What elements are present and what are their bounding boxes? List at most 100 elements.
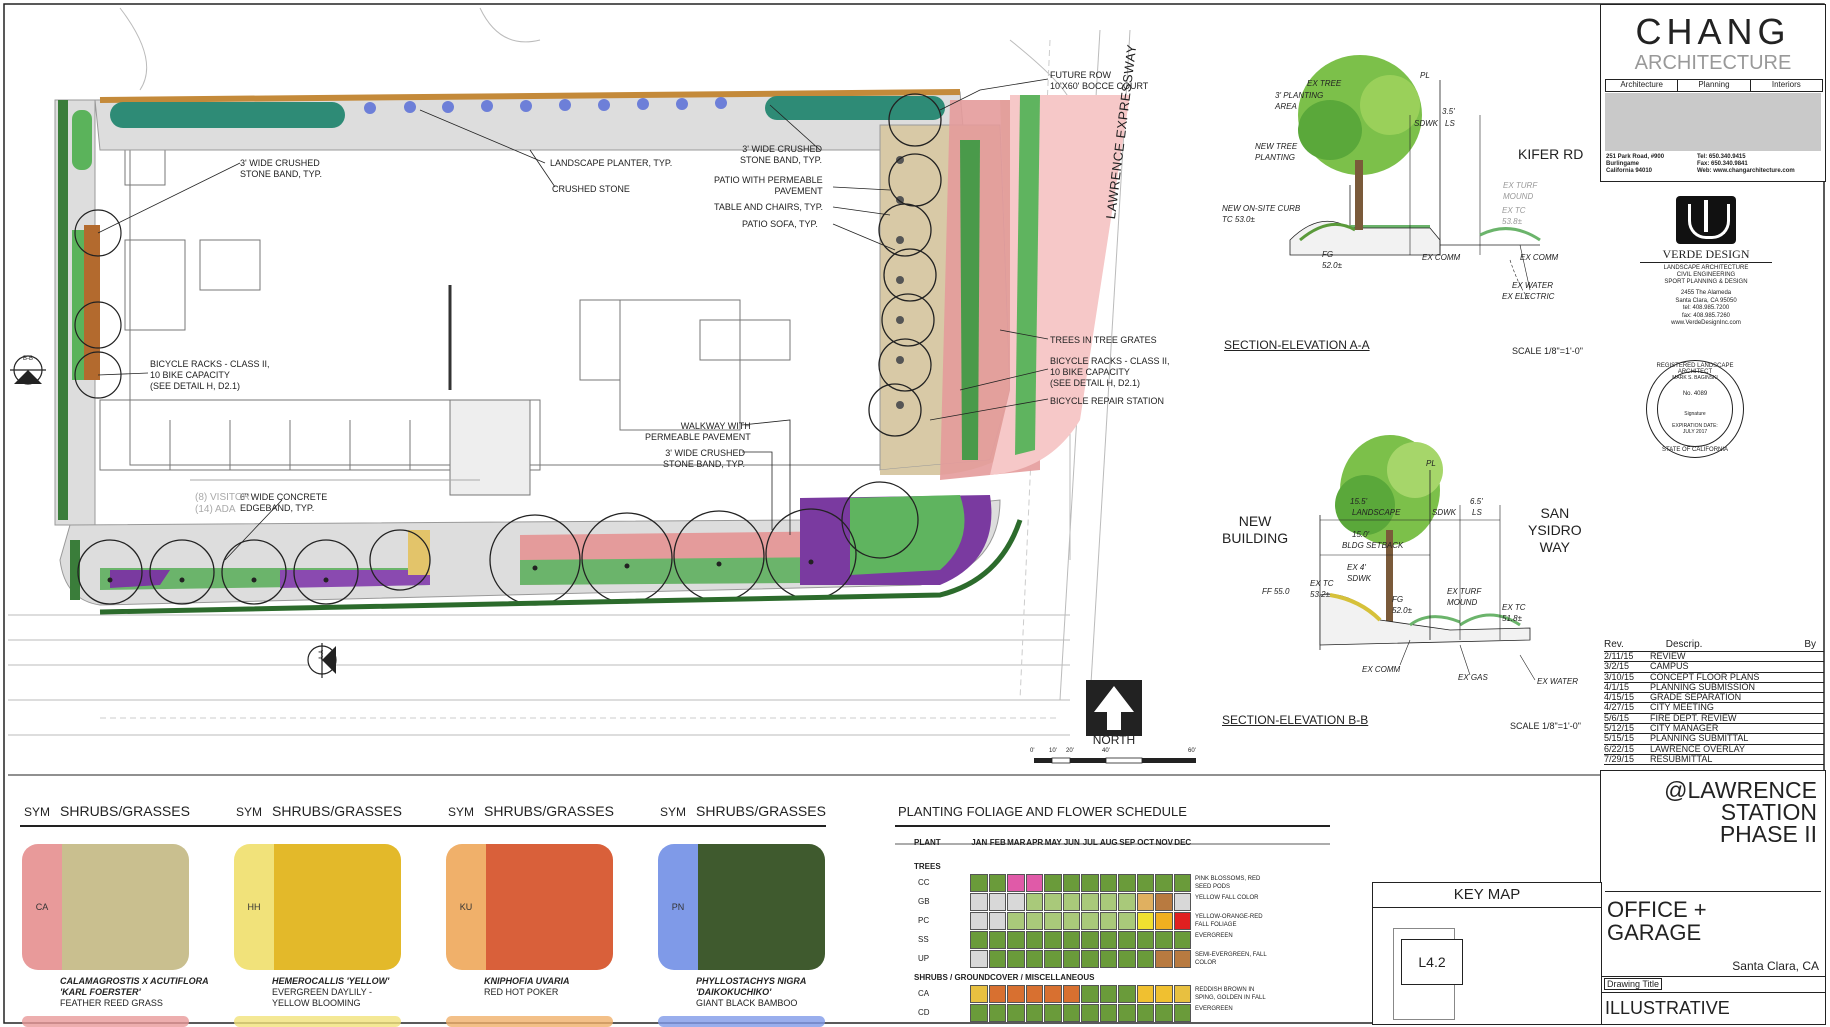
- firm-name: CHANG: [1635, 11, 1791, 52]
- rev-date: 2/11/15: [1604, 651, 1634, 661]
- sec-a-label: EX TREE: [1307, 79, 1342, 88]
- plant-photo-icon: [62, 844, 189, 970]
- sec-a-label: PL: [1420, 71, 1430, 80]
- schedule-cell: [1173, 1004, 1191, 1022]
- schedule-month: DEC: [1174, 838, 1192, 847]
- schedule-cell: [1099, 950, 1117, 968]
- verde-services: LANDSCAPE ARCHITECTURE CIVIL ENGINEERING…: [1640, 262, 1772, 286]
- schedule-cell: [1081, 874, 1099, 892]
- plan-label-bocce: FUTURE ROW 10'X60' BOCCE COURT: [1050, 70, 1149, 91]
- key-map-sheet: L4.2: [1401, 939, 1463, 985]
- plan-label-stone-band-s: 3' WIDE CRUSHED STONE BAND, TYP.: [663, 448, 746, 469]
- rev-date: 4/1/15: [1604, 681, 1630, 692]
- schedule-cell: [1081, 893, 1099, 911]
- rev-desc: REVIEW: [1650, 651, 1686, 661]
- symbol-card: KU: [446, 844, 613, 970]
- symbol-common-name: FEATHER REED GRASS: [60, 998, 163, 1008]
- sec-a-label: EX WATER: [1512, 281, 1554, 290]
- schedule-cell: [1099, 912, 1117, 930]
- north-arrow-label: NORTH: [1092, 733, 1136, 747]
- schedule-cell: [1118, 985, 1136, 1003]
- schedule-cell: [1007, 950, 1025, 968]
- rev-desc: GRADE SEPARATION: [1650, 692, 1742, 703]
- sec-b-label: BLDG SETBACK: [1342, 541, 1404, 550]
- symbol-header-sym: SYM: [236, 805, 263, 819]
- schedule-plant-code: PC: [918, 916, 930, 925]
- schedule-cell: [1025, 874, 1043, 892]
- symbol-card-next: [658, 1016, 825, 1027]
- schedule-cell: [1173, 874, 1191, 892]
- schedule-month: NOV: [1155, 838, 1173, 847]
- project-title: @LAWRENCE STATION PHASE II: [1664, 777, 1817, 847]
- sec-b-label: FF 55.0: [1262, 587, 1290, 596]
- schedule-cell: [1136, 893, 1154, 911]
- plan-label-visitor-faded: (8) VISITOR: [195, 492, 250, 503]
- section-a-street: KIFER RD: [1518, 146, 1584, 162]
- firm-sub: ARCHITECTURE: [1634, 52, 1792, 74]
- schedule-plant-col: PLANT: [914, 838, 941, 847]
- schedule-cell: [988, 874, 1006, 892]
- sec-a-label: EX COMM: [1520, 253, 1559, 262]
- schedule-cell: [1155, 912, 1173, 930]
- schedule-cell: [988, 893, 1006, 911]
- schedule-cell: [1099, 985, 1117, 1003]
- rev-header-desc: Descrip.: [1665, 639, 1703, 650]
- plan-label-patio-sofa: PATIO SOFA, TYP.: [742, 219, 818, 229]
- schedule-title: PLANTING FOLIAGE AND FLOWER SCHEDULE: [898, 804, 1187, 819]
- seal-ring-top: REGISTERED LANDSCAPE ARCHITECT: [1656, 363, 1734, 375]
- schedule-cell: [988, 985, 1006, 1003]
- seal-holder: MARK S. BAGINSKI: [1672, 375, 1718, 381]
- plant-photo-icon: [698, 844, 825, 970]
- schedule-cell: [1044, 874, 1062, 892]
- rev-date: 6/22/15: [1604, 743, 1635, 754]
- sec-b-label: EX COMM: [1362, 665, 1401, 674]
- sec-b-label: EX WATER: [1537, 677, 1579, 686]
- project-block: @LAWRENCE STATION PHASE II OFFICE + GARA…: [1600, 770, 1826, 1025]
- sec-b-label: 15.0': [1352, 530, 1370, 539]
- schedule-month: JUL: [1082, 838, 1098, 847]
- sec-a-label: EX TC 53.8±: [1502, 206, 1526, 226]
- key-map: KEY MAP L4.2: [1372, 882, 1602, 1025]
- plan-label-tree-grates: TREES IN TREE GRATES: [1050, 335, 1157, 345]
- schedule-cell: [1062, 912, 1080, 930]
- sec-a-label: 3.5': [1442, 107, 1455, 116]
- symbol-card-next: [22, 1016, 189, 1027]
- symbol-botanical-name: CALAMAGROSTIS X ACUTIFLORA 'KARL FOERSTE…: [60, 976, 209, 997]
- plan-label-landscape-planter: LANDSCAPE PLANTER, TYP.: [550, 158, 673, 168]
- firm-contact: Tel: 650.340.9415 Fax: 650.340.9841 Web:…: [1697, 154, 1795, 174]
- section-a-scale: SCALE 1/8"=1'-0": [1512, 346, 1583, 356]
- schedule-cell: [1081, 950, 1099, 968]
- scale-tick-20: 20': [1066, 748, 1074, 754]
- schedule-cell: [1007, 931, 1025, 949]
- schedule-cell: [1173, 893, 1191, 911]
- schedule-month: JUN: [1063, 838, 1080, 847]
- firm-block: CHANG ARCHITECTURE Architecture Planning…: [1600, 4, 1826, 182]
- seal-number: No. 4089: [1682, 391, 1708, 397]
- plant-photo-icon: [486, 844, 613, 970]
- schedule-cell: [1025, 931, 1043, 949]
- symbol-card: CA: [22, 844, 189, 970]
- rev-date: 3/10/15: [1604, 671, 1635, 682]
- plan-label-bike-racks-west: BICYCLE RACKS - CLASS II, 10 BIKE CAPACI…: [150, 359, 270, 391]
- symbol-card-next: [446, 1016, 613, 1027]
- schedule-cell: [1062, 893, 1080, 911]
- symbol-code: HH: [234, 844, 274, 970]
- sec-a-label: NEW ON-SITE CURB TC 53.0±: [1222, 204, 1301, 224]
- schedule-cell: [1118, 950, 1136, 968]
- symbol-botanical-name: HEMEROCALLIS 'YELLOW': [272, 976, 390, 986]
- schedule-cell: [988, 931, 1006, 949]
- project-city: Santa Clara, CA: [1732, 959, 1819, 973]
- schedule-cell: [988, 950, 1006, 968]
- schedule-cell: [1062, 874, 1080, 892]
- plan-label-bike-repair: BICYCLE REPAIR STATION: [1050, 396, 1165, 406]
- schedule-plant-code: UP: [918, 954, 930, 963]
- schedule-note: REDDISH BROWN IN SPING, GOLDEN IN FALL: [1195, 987, 1266, 1001]
- plan-label-bike-racks-east: BICYCLE RACKS - CLASS II, 10 BIKE CAPACI…: [1050, 356, 1170, 388]
- symbol-common-name: GIANT BLACK BAMBOO: [696, 998, 798, 1008]
- key-map-title: KEY MAP: [1373, 883, 1601, 908]
- drawing-title-label: Drawing Title: [1604, 978, 1663, 990]
- schedule-cell: [1099, 931, 1117, 949]
- schedule-cell: [1173, 931, 1191, 949]
